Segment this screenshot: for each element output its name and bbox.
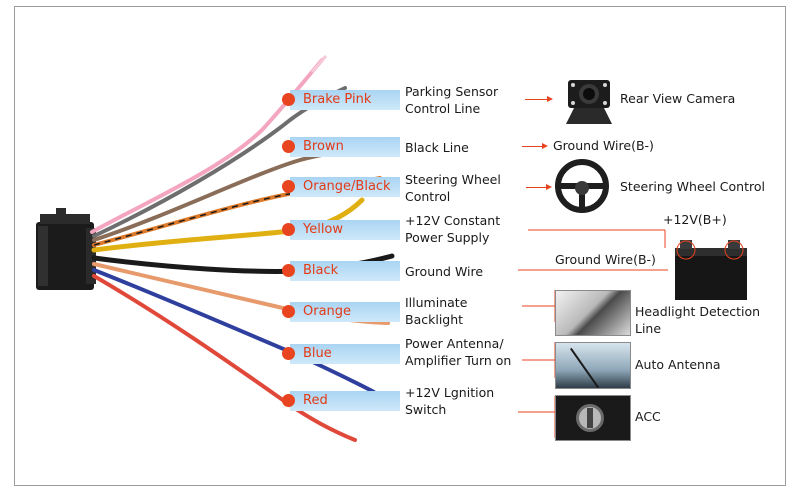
desc-brown: Black Line <box>405 140 469 155</box>
tag-label: Brown <box>303 139 344 154</box>
antenna-photo <box>555 342 631 389</box>
tag-dot <box>282 305 295 318</box>
tag-label: Red <box>303 393 328 408</box>
tag-label: Yellow <box>303 222 344 237</box>
headlight-photo <box>555 290 631 336</box>
arrow-steering <box>526 184 552 190</box>
tag-dot <box>282 394 295 407</box>
tag-dot <box>282 93 295 106</box>
tag-blue: Blue <box>282 344 400 364</box>
tag-dot <box>282 140 295 153</box>
tag-label: Orange/Black <box>303 179 391 194</box>
dest-ground-black: Ground Wire(B-) <box>555 252 656 267</box>
dest-ground-brown: Ground Wire(B-) <box>553 138 654 153</box>
dest-plus12: +12V(B+) <box>663 212 727 227</box>
tag-brown: Brown <box>282 137 400 157</box>
tag-orange: Orange <box>282 302 400 322</box>
dest-acc: ACC <box>635 409 661 424</box>
desc-brake-pink: Parking Sensor Control Line <box>405 84 499 116</box>
wire-brake-pink <box>90 58 324 234</box>
ignition-photo <box>555 395 631 441</box>
dest-rear-camera: Rear View Camera <box>620 91 736 106</box>
tag-dot <box>282 180 295 193</box>
tag-label: Orange <box>303 304 352 319</box>
wire-yellow <box>91 197 365 253</box>
desc-orange: Illuminate Backlight <box>405 295 468 327</box>
tag-dot <box>282 264 295 277</box>
tag-label: Blue <box>303 346 332 361</box>
arrow-rear-camera <box>525 96 553 102</box>
tag-yellow: Yellow <box>282 220 400 240</box>
desc-blue: Power Antenna/ Amplifier Turn on <box>405 336 512 368</box>
dest-antenna: Auto Antenna <box>635 357 721 372</box>
battery-icon <box>675 240 747 300</box>
steering-wheel-icon <box>555 159 609 213</box>
tag-orange-black: Orange/Black <box>282 177 400 197</box>
dest-steering: Steering Wheel Control <box>620 179 765 194</box>
diagram-frame <box>14 6 786 486</box>
wire-red <box>92 274 357 442</box>
desc-orange-black: Steering Wheel Control <box>405 172 501 204</box>
dest-headlight: Headlight Detection Line <box>635 304 761 336</box>
wire-blue <box>92 268 376 394</box>
tag-dot <box>282 223 295 236</box>
desc-black: Ground Wire <box>405 264 484 279</box>
tag-red: Red <box>282 391 400 411</box>
tag-brake-pink: Brake Pink <box>282 90 400 110</box>
arrow-ground-brown <box>522 143 548 149</box>
wire-brake-tip <box>310 55 328 73</box>
rear-camera-icon <box>566 80 612 124</box>
connector-plug <box>36 208 96 290</box>
desc-red: +12V Lgnition Switch <box>405 385 495 417</box>
tag-black: Black <box>282 261 400 281</box>
tag-dot <box>282 347 295 360</box>
tag-label: Brake Pink <box>303 92 372 107</box>
desc-yellow: +12V Constant Power Supply <box>405 213 501 245</box>
tag-label: Black <box>303 263 339 278</box>
